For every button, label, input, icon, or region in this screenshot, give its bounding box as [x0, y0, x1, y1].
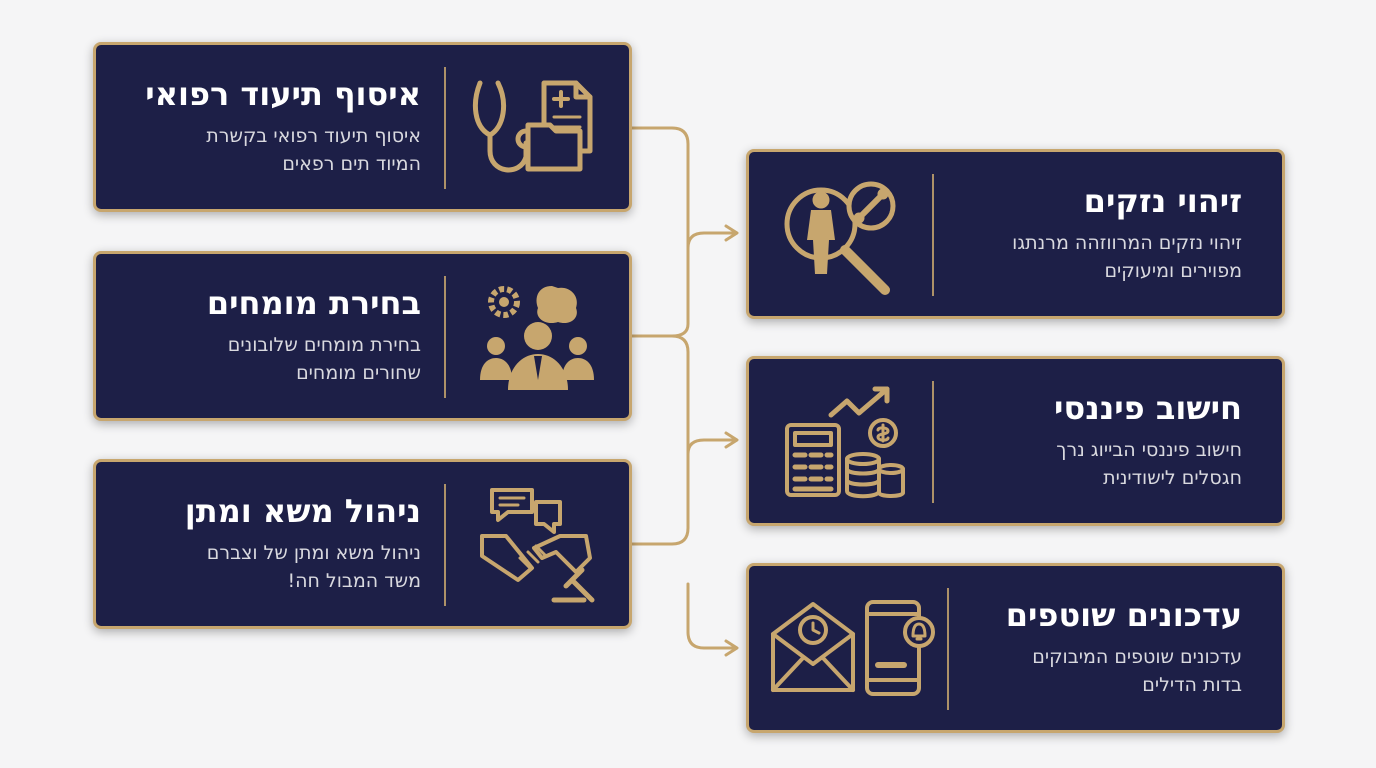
- card-desc-line-2: מפוירים ומיעוקים: [1104, 260, 1242, 283]
- connector-2: [630, 334, 690, 546]
- card-title: זיהוי נזקים: [1083, 182, 1242, 221]
- card-desc-line-1: עדכונים שוטפים המיבוקים: [1032, 645, 1242, 668]
- card-medical-documentation: איסוף תיעוד רפואי איסוף תיעוד רפואי בקשר…: [93, 42, 632, 212]
- handshake-negotiation-icon: [478, 486, 602, 604]
- magnifier-body-bone-icon: [781, 178, 905, 296]
- connector-1: [630, 126, 690, 338]
- card-divider: [947, 588, 949, 710]
- stethoscope-medical-file-icon: [468, 73, 604, 185]
- card-divider: [932, 381, 934, 503]
- card-desc-line-2: בדות הדילים: [1142, 674, 1242, 697]
- card-divider: [444, 276, 446, 398]
- card-desc-line-1: ניהול משא ומתן של וצברם: [206, 541, 421, 564]
- card-desc-line-1: חישוב פיננסי הבייוג נרך: [1056, 438, 1242, 461]
- card-title: בחירת מומחים: [206, 284, 421, 323]
- experts-team-icon: [478, 278, 598, 394]
- card-title: איסוף תיעוד רפואי: [145, 75, 421, 114]
- card-desc-line-1: זיהוי נזקים המרווזהה מרנתגו: [1012, 231, 1242, 254]
- card-divider: [932, 174, 934, 296]
- calculator-coins-growth-icon: [783, 385, 907, 501]
- card-desc-line-2: שחורים מומחים: [296, 362, 421, 385]
- arrowhead-1: [724, 224, 739, 242]
- card-negotiation-management: ניהול משא ומתן ניהול משא ומתן של וצברם מ…: [93, 459, 632, 629]
- card-desc-line-2: חגסלים לישודינית: [1103, 467, 1242, 490]
- connector-4: [686, 231, 737, 250]
- arrowhead-2: [724, 431, 739, 449]
- card-title: עדכונים שוטפים: [1005, 596, 1242, 635]
- card-desc-line-1: איסוף תיעוד רפואי בקשרת: [206, 124, 421, 147]
- arrowhead-3: [724, 639, 739, 657]
- card-ongoing-updates: עדכונים שוטפים עדכונים שוטפים המיבוקים ב…: [746, 563, 1285, 733]
- card-title: חישוב פיננסי: [1054, 389, 1242, 428]
- card-expert-selection: בחירת מומחים בחירת מומחים שלובונים שחורי…: [93, 251, 632, 421]
- card-financial-calculation: חישוב פיננסי חישוב פיננסי הבייוג נרך חגס…: [746, 356, 1285, 526]
- card-divider: [444, 484, 446, 606]
- card-divider: [444, 67, 446, 189]
- card-damage-identification: זיהוי נזקים זיהוי נזקים המרווזהה מרנתגו …: [746, 149, 1285, 319]
- card-title: ניהול משא ומתן: [184, 492, 421, 531]
- connector-3: [686, 582, 737, 650]
- card-desc-line-1: בחירת מומחים שלובונים: [227, 333, 421, 356]
- connector-5: [686, 438, 737, 456]
- card-desc-line-2: המיוד תים רפאים: [282, 153, 421, 176]
- card-desc-line-2: משד המבול חה!: [287, 570, 421, 593]
- envelope-phone-notification-icon: [769, 598, 939, 702]
